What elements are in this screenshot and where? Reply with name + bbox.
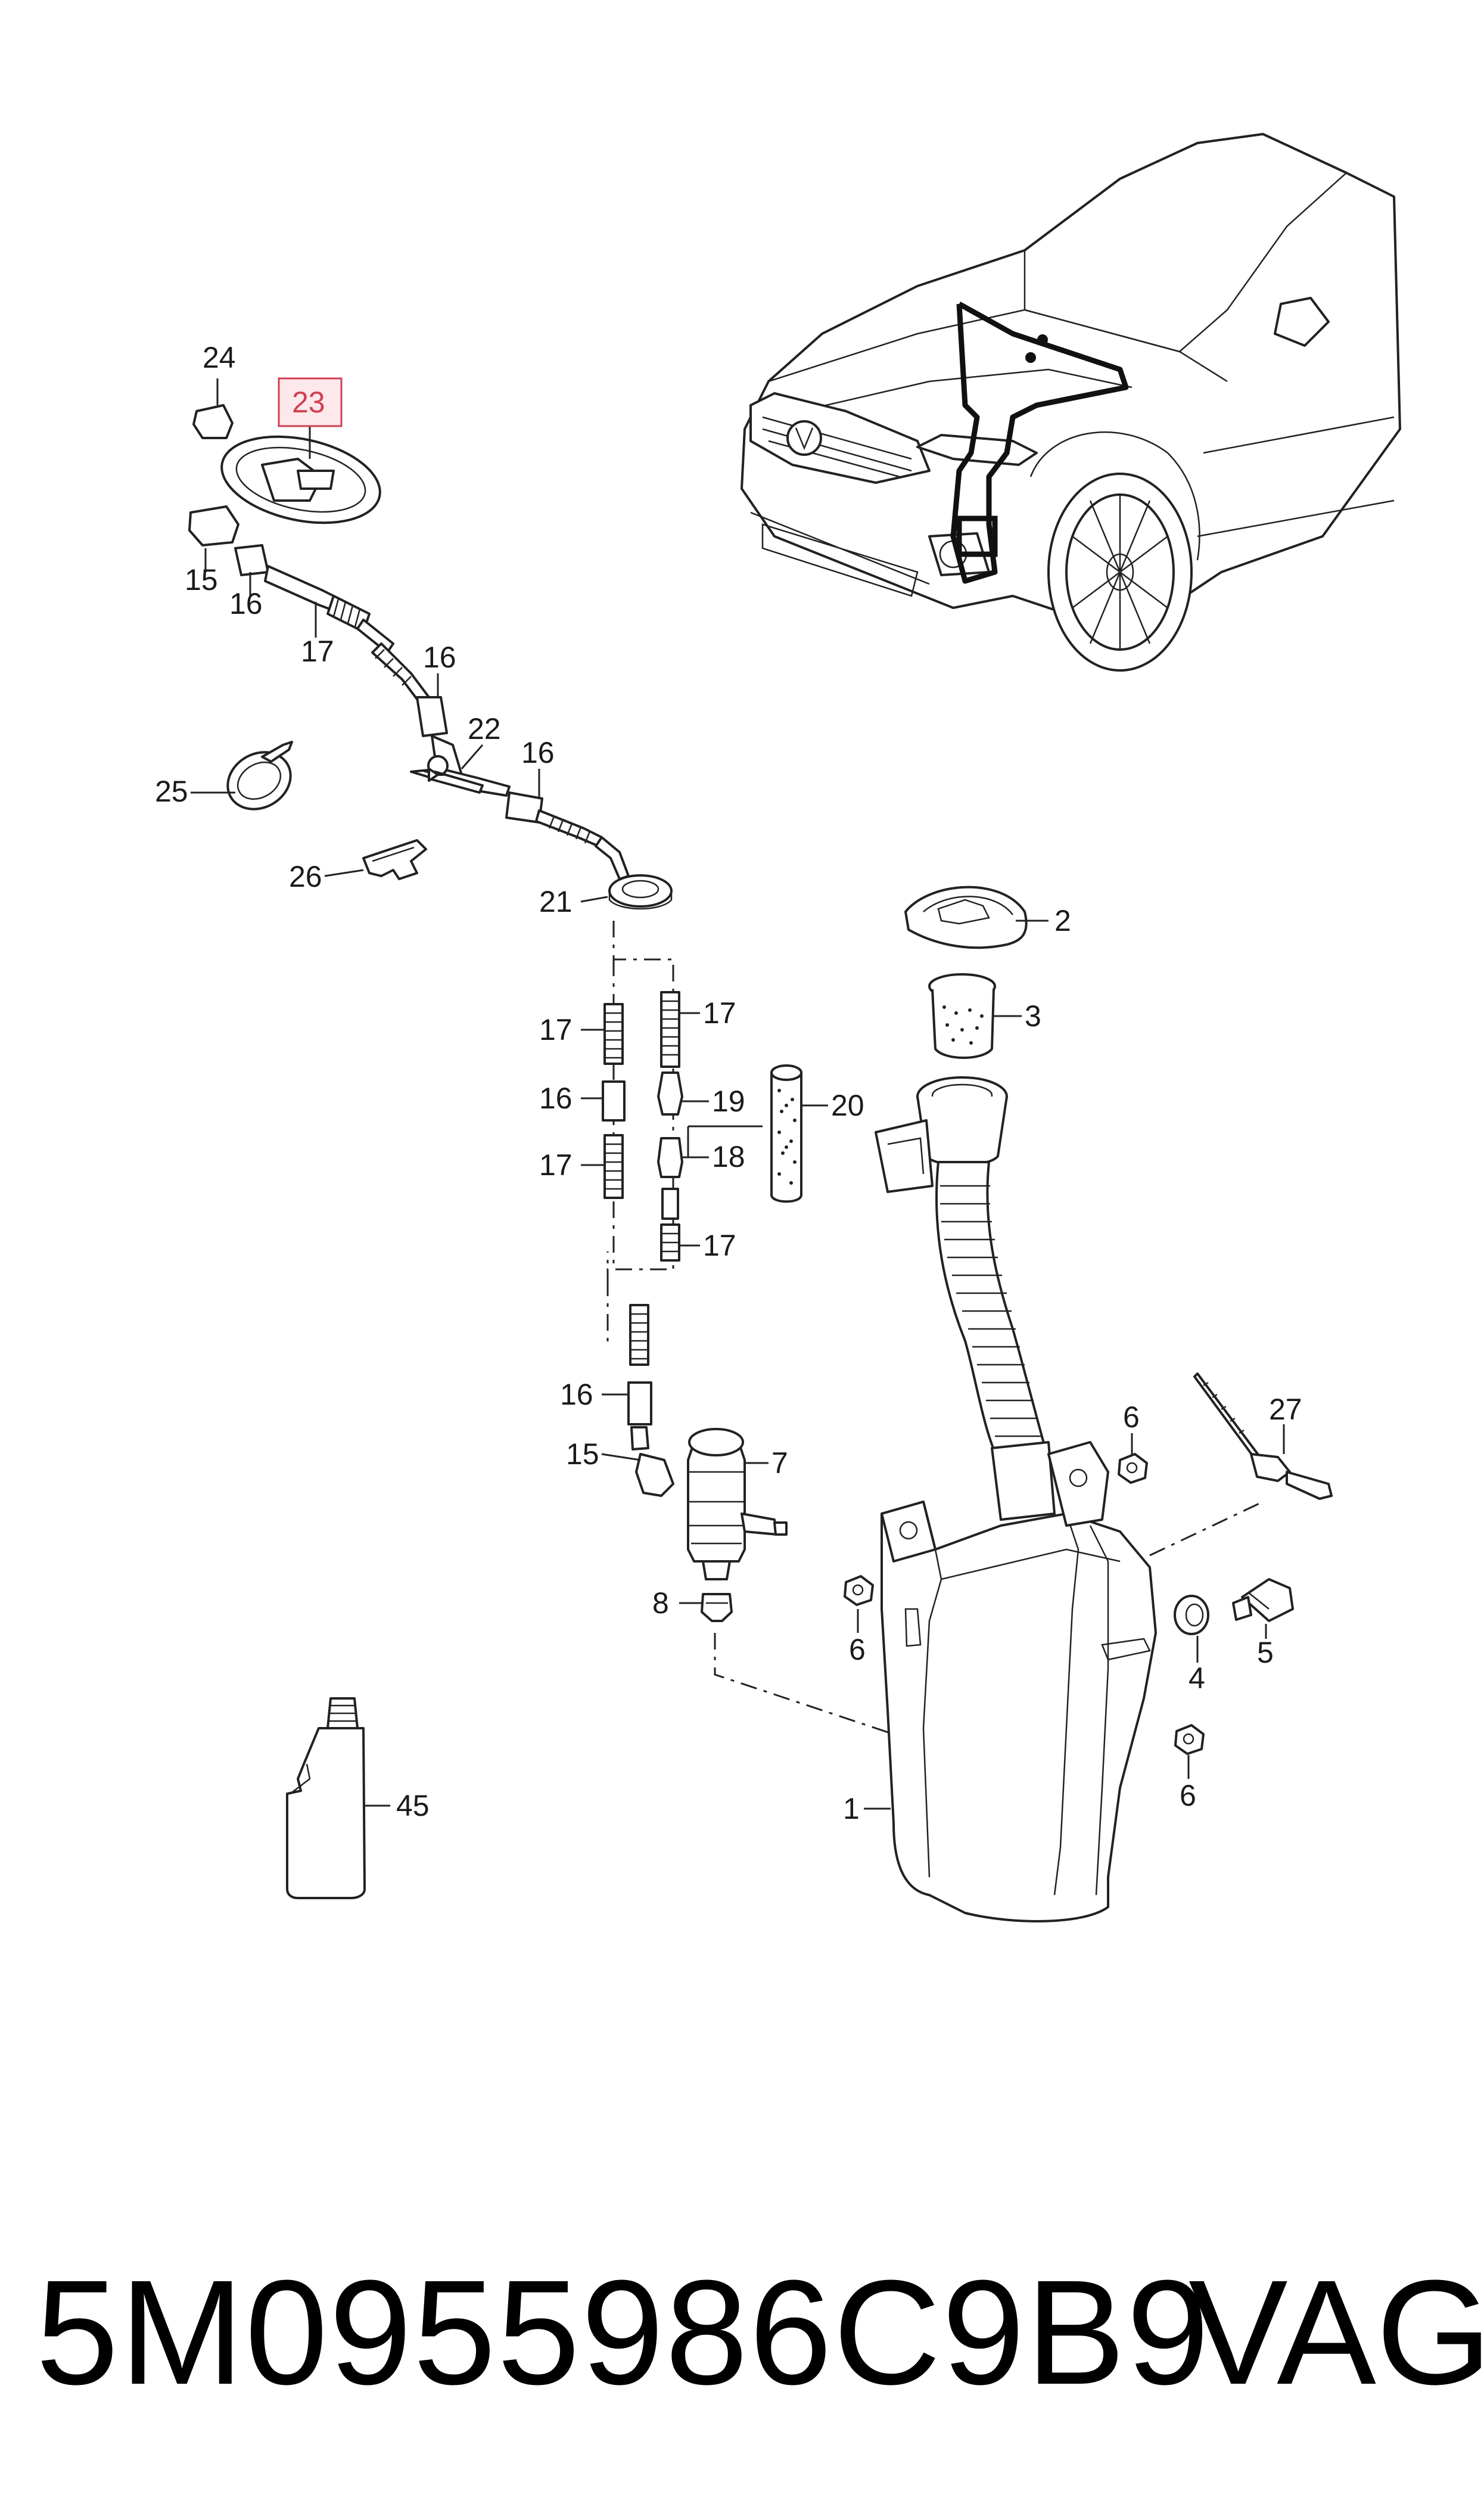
hose-segments-right bbox=[657, 991, 683, 1262]
callout-16: 16 bbox=[423, 641, 456, 674]
part-number: 5M0955986C9B9 bbox=[36, 2249, 1211, 2415]
seal-part-8 bbox=[701, 1593, 733, 1622]
cable-tie-part-27 bbox=[1193, 1372, 1333, 1500]
callout-16: 16 bbox=[521, 736, 555, 769]
callout-15: 15 bbox=[566, 1437, 599, 1471]
nut-part-6-c bbox=[1174, 1724, 1205, 1755]
callout-3: 3 bbox=[1025, 999, 1041, 1033]
holder-part-26 bbox=[362, 839, 427, 880]
hose-assembly-upper bbox=[188, 505, 630, 880]
strainer-part-3 bbox=[928, 973, 996, 1059]
grommet-part-4 bbox=[1174, 1595, 1209, 1635]
callout-19: 19 bbox=[712, 1085, 745, 1118]
nut-part-6-a bbox=[1118, 1453, 1148, 1484]
callout-25: 25 bbox=[155, 775, 188, 808]
leader-line bbox=[714, 1633, 912, 1741]
washer-nozzle-part-23 bbox=[220, 435, 381, 524]
callout-4: 4 bbox=[1189, 1661, 1205, 1695]
callout-2: 2 bbox=[1054, 904, 1071, 937]
clip-part-24 bbox=[192, 404, 234, 439]
callout-17: 17 bbox=[301, 635, 334, 668]
callout-7: 7 bbox=[771, 1446, 788, 1480]
callout-22: 22 bbox=[468, 712, 501, 746]
callout-8: 8 bbox=[652, 1586, 669, 1620]
callout-labels: 24 23 15 16 17 16 22 16 25 26 21 17 17 1… bbox=[155, 341, 1302, 1825]
grommet-part-21 bbox=[608, 874, 673, 910]
car-illustration bbox=[741, 133, 1401, 672]
callout-leaders bbox=[191, 378, 1285, 1810]
highlight-box-23 bbox=[278, 377, 343, 427]
callout-17: 17 bbox=[539, 1013, 573, 1046]
callout-27: 27 bbox=[1269, 1393, 1302, 1426]
callout-5: 5 bbox=[1257, 1636, 1274, 1669]
nut-part-6-b bbox=[844, 1575, 874, 1606]
leader-line bbox=[1149, 1501, 1264, 1557]
callout-26: 26 bbox=[289, 860, 322, 893]
hose-segments-lower bbox=[627, 1304, 674, 1497]
filter-part-20 bbox=[770, 1064, 802, 1203]
callout-17: 17 bbox=[539, 1148, 573, 1182]
brand-name: VAG bbox=[1189, 2249, 1484, 2415]
callout-20: 20 bbox=[831, 1089, 864, 1122]
fluid-bottle-part-45 bbox=[286, 1697, 366, 1899]
callout-17: 17 bbox=[703, 996, 736, 1030]
callout-23: 23 bbox=[292, 386, 325, 419]
cable-tie-part-25 bbox=[226, 741, 293, 810]
washer-reservoir-part-1 bbox=[875, 1076, 1157, 1922]
callout-1: 1 bbox=[843, 1792, 860, 1825]
callout-16: 16 bbox=[539, 1082, 573, 1115]
callout-18: 18 bbox=[712, 1140, 745, 1173]
washer-pump-part-7 bbox=[687, 1428, 788, 1580]
callout-15: 15 bbox=[185, 563, 218, 597]
callout-6: 6 bbox=[1123, 1400, 1140, 1434]
callout-21: 21 bbox=[539, 885, 573, 918]
leader-line bbox=[606, 921, 674, 1347]
filler-cap-part-2 bbox=[904, 886, 1028, 949]
callout-6: 6 bbox=[849, 1633, 866, 1666]
callout-6: 6 bbox=[1180, 1779, 1196, 1812]
callout-17: 17 bbox=[703, 1229, 736, 1262]
callout-45: 45 bbox=[396, 1789, 430, 1822]
level-sensor-part-5 bbox=[1232, 1578, 1294, 1622]
callout-16: 16 bbox=[560, 1378, 593, 1411]
callout-16: 16 bbox=[229, 587, 263, 620]
callout-24: 24 bbox=[203, 341, 236, 374]
hose-segments-left bbox=[602, 1003, 626, 1199]
